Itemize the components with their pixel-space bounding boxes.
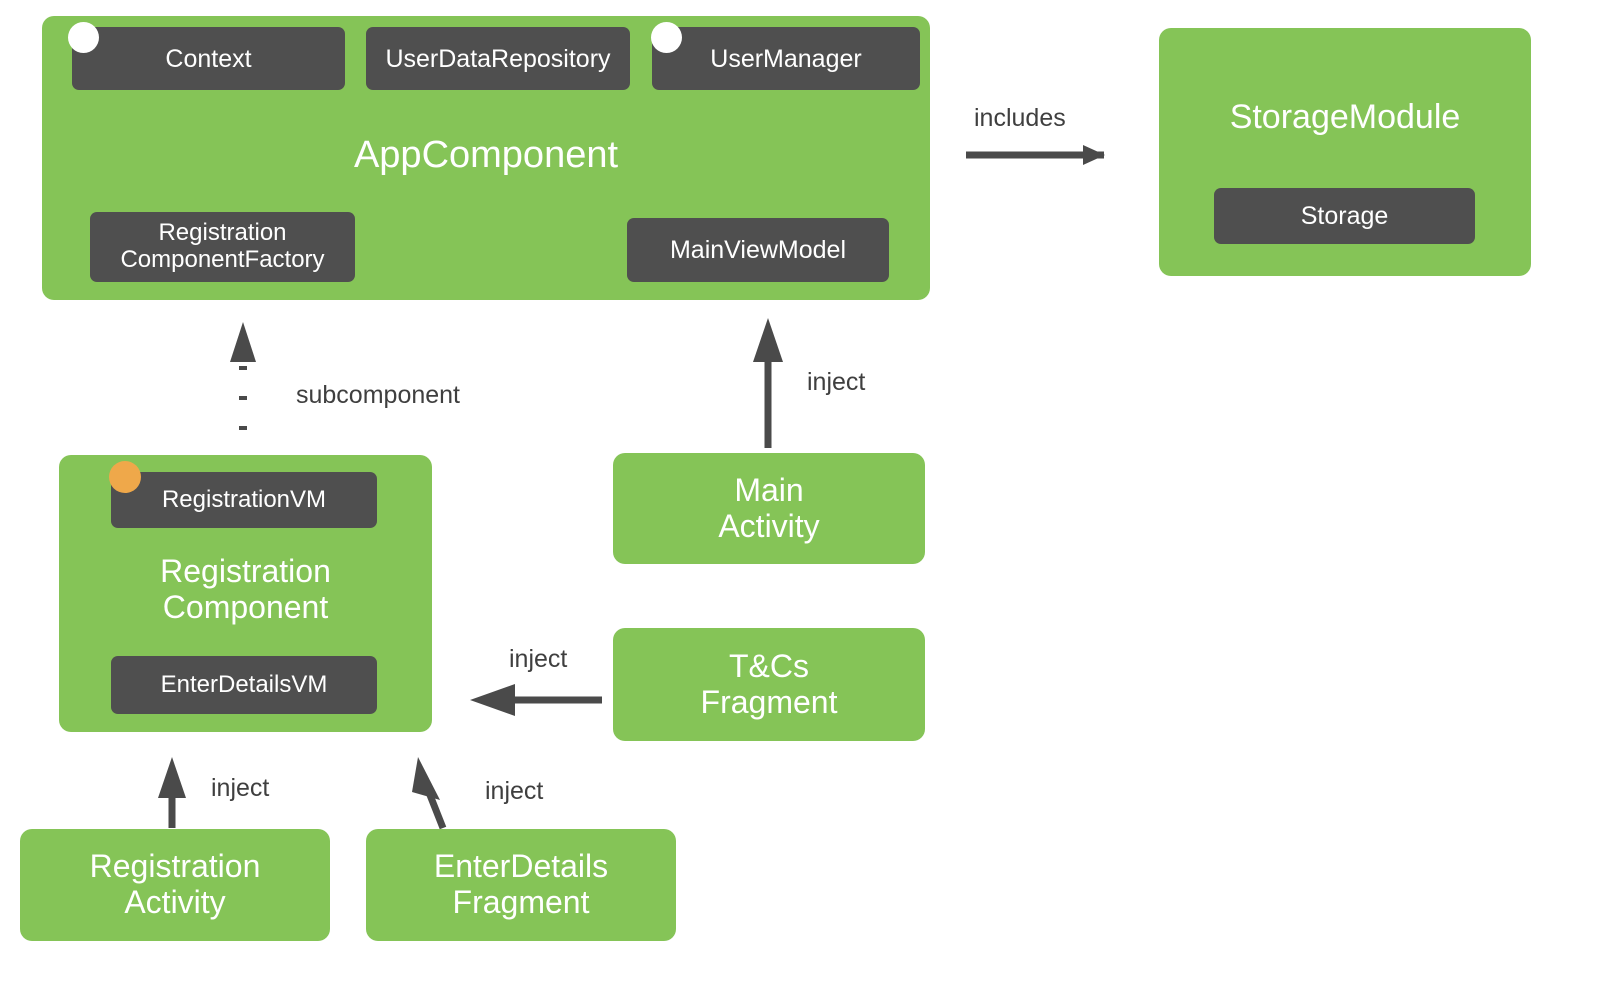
- binding-context-label: Context: [165, 44, 252, 73]
- edge-inject-main-activity: [753, 318, 783, 448]
- client-enterdetails-fragment[interactable]: EnterDetails Fragment: [366, 829, 676, 941]
- binding-userdatarepository-label: UserDataRepository: [385, 44, 611, 73]
- edge-label-inject-enterdetails-fragment: inject: [485, 777, 544, 805]
- binding-usermanager[interactable]: UserManager: [652, 27, 920, 90]
- edge-label-inject-registration-activity: inject: [211, 774, 270, 802]
- binding-usermanager-label: UserManager: [710, 44, 862, 73]
- binding-storage-label: Storage: [1300, 202, 1389, 230]
- binding-registrationvm-label: RegistrationVM: [161, 485, 327, 513]
- client-tcs-fragment-label: T&Cs Fragment: [700, 647, 838, 720]
- binding-registrationvm[interactable]: RegistrationVM: [111, 472, 377, 528]
- edge-subcomponent: [230, 322, 256, 430]
- edge-label-inject-main-activity: inject: [807, 368, 866, 396]
- client-registration-activity-label: Registration Activity: [89, 848, 261, 920]
- binding-userdatarepository[interactable]: UserDataRepository: [366, 27, 630, 90]
- client-registration-activity[interactable]: Registration Activity: [20, 829, 330, 941]
- registration-component-title: Registration Component: [160, 553, 331, 625]
- binding-registration-component-factory-label: Registration ComponentFactory: [120, 219, 325, 273]
- edge-label-subcomponent: subcomponent: [296, 381, 461, 409]
- binding-enterdetailsvm-label: EnterDetailsVM: [160, 670, 328, 698]
- edge-inject-enterdetails-fragment: [412, 757, 447, 830]
- client-main-activity[interactable]: Main Activity: [613, 453, 925, 564]
- storage-module-title: StorageModule: [1229, 97, 1461, 136]
- client-enterdetails-fragment-label: EnterDetails Fragment: [433, 848, 609, 920]
- binding-context[interactable]: Context: [72, 27, 345, 90]
- binding-registration-component-factory[interactable]: Registration ComponentFactory: [90, 212, 355, 282]
- scope-dot-usermanager: [651, 22, 682, 53]
- scope-dot-context: [68, 22, 99, 53]
- binding-enterdetailsvm[interactable]: EnterDetailsVM: [111, 656, 377, 714]
- edge-label-includes: includes: [974, 104, 1066, 132]
- edge-inject-registration-activity: [158, 757, 186, 828]
- client-main-activity-label: Main Activity: [718, 471, 820, 544]
- binding-mainviewmodel-label: MainViewModel: [669, 236, 846, 264]
- edge-label-inject-tcs-fragment: inject: [509, 645, 568, 673]
- binding-mainviewmodel[interactable]: MainViewModel: [627, 218, 889, 282]
- scope-dot-registrationvm: [109, 461, 141, 493]
- binding-storage[interactable]: Storage: [1214, 188, 1475, 244]
- edge-inject-tcs-fragment: [470, 684, 602, 716]
- client-tcs-fragment[interactable]: T&Cs Fragment: [613, 628, 925, 741]
- app-component-title: AppComponent: [353, 133, 619, 176]
